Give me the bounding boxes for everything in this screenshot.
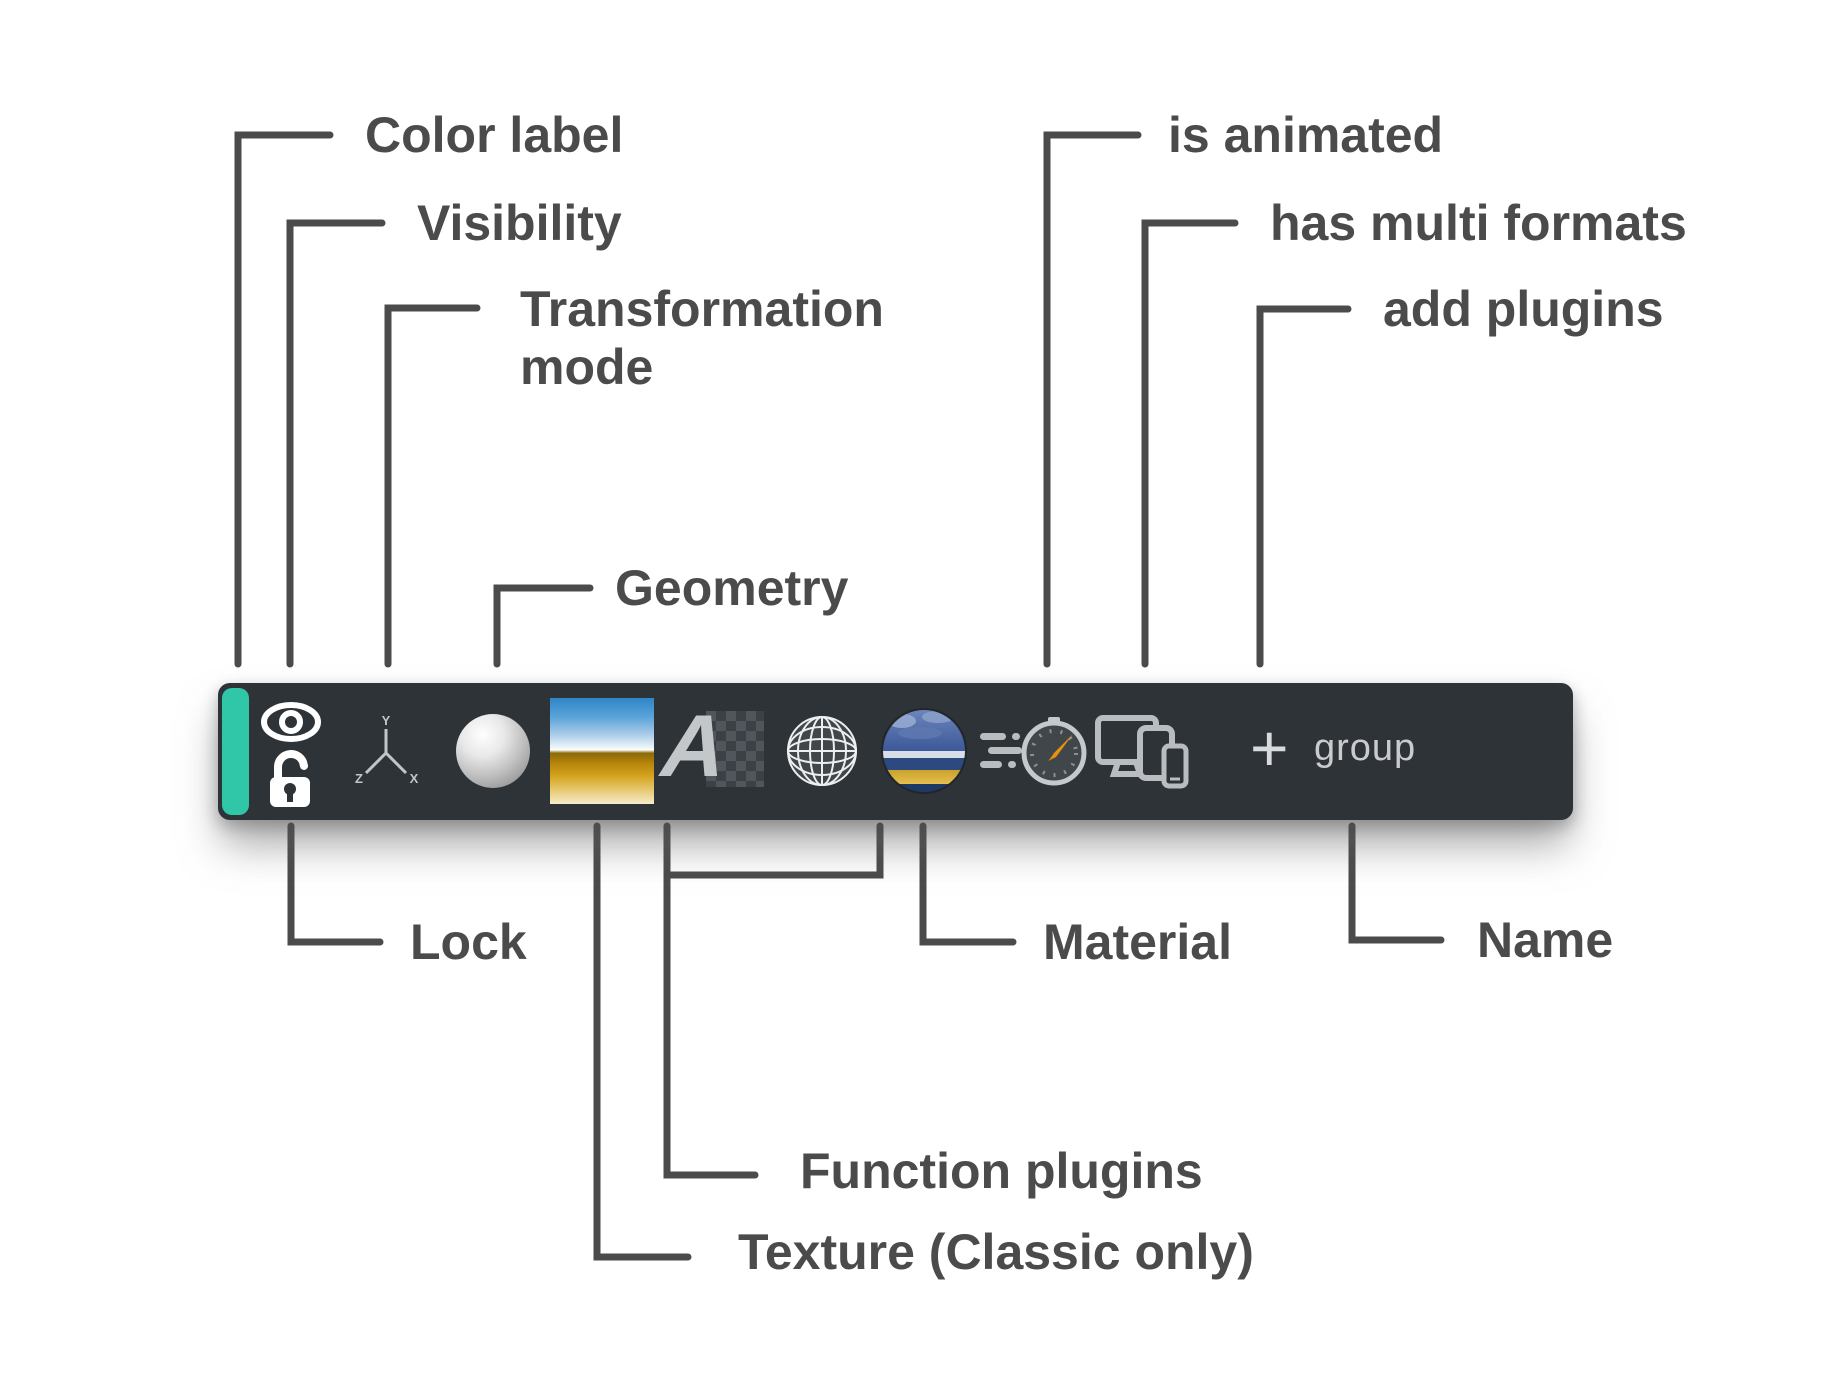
axis-z-label: Z (355, 771, 363, 786)
material-line (919, 822, 1017, 946)
callout-visibility: Visibility (417, 195, 622, 251)
is-animated-indicator[interactable] (978, 711, 1094, 796)
axis-y-label: Y (382, 713, 391, 728)
transformation-line (384, 304, 481, 668)
letter-a-icon: A (658, 696, 730, 795)
callout-color-label: Color label (365, 107, 624, 163)
photo-sphere-icon (881, 708, 967, 794)
devices-icon (1095, 715, 1189, 789)
is-animated-line (1043, 131, 1142, 668)
lock-line (287, 822, 384, 946)
speedometer-icon (980, 717, 1087, 786)
function-plugins-line (663, 822, 759, 1179)
wireframe-plugin-button[interactable] (784, 713, 860, 794)
callout-name: Name (1477, 912, 1614, 968)
callout-has-multi-formats: has multi formats (1270, 195, 1687, 251)
color-label-line (234, 131, 334, 668)
callout-function-plugins: Function plugins (800, 1143, 1203, 1199)
geometry-icon[interactable] (456, 714, 530, 788)
callout-lock: Lock (410, 914, 527, 970)
axes-icon: Y Z X (355, 713, 419, 786)
callout-geometry: Geometry (615, 560, 849, 616)
checkerboard-icon (706, 711, 764, 787)
callout-add-plugins: add plugins (1383, 281, 1664, 337)
texture-line (593, 822, 692, 1261)
callout-transformation-mode: Transformation mode (520, 281, 884, 395)
callout-is-animated: is animated (1168, 107, 1444, 163)
object-row-toolbar: Y Z X A (218, 683, 1573, 820)
unlocked-padlock-icon (270, 750, 310, 807)
eye-icon (261, 702, 321, 742)
visibility-toggle[interactable] (258, 699, 324, 750)
multi-formats-indicator[interactable] (1094, 712, 1194, 795)
object-name-field[interactable]: group (1314, 727, 1417, 769)
transformation-mode-button[interactable]: Y Z X (348, 713, 424, 794)
visibility-line (286, 219, 386, 668)
texture-thumbnail[interactable] (550, 698, 654, 804)
color-label-strip[interactable] (222, 688, 249, 815)
lock-toggle[interactable] (266, 749, 320, 814)
function-plugin-button[interactable]: A (659, 696, 766, 799)
function-plugins-bracket (663, 822, 884, 879)
has-multi-formats-line (1141, 219, 1239, 668)
callout-texture: Texture (Classic only) (738, 1224, 1254, 1280)
wireframe-sphere-icon (787, 716, 857, 786)
callout-material: Material (1043, 914, 1232, 970)
add-plugins-line (1256, 305, 1352, 668)
geometry-line (493, 584, 594, 668)
name-line (1348, 822, 1445, 944)
axis-x-label: X (410, 771, 419, 786)
material-ball[interactable] (880, 707, 968, 800)
add-plugins-button[interactable]: + (1250, 711, 1289, 785)
